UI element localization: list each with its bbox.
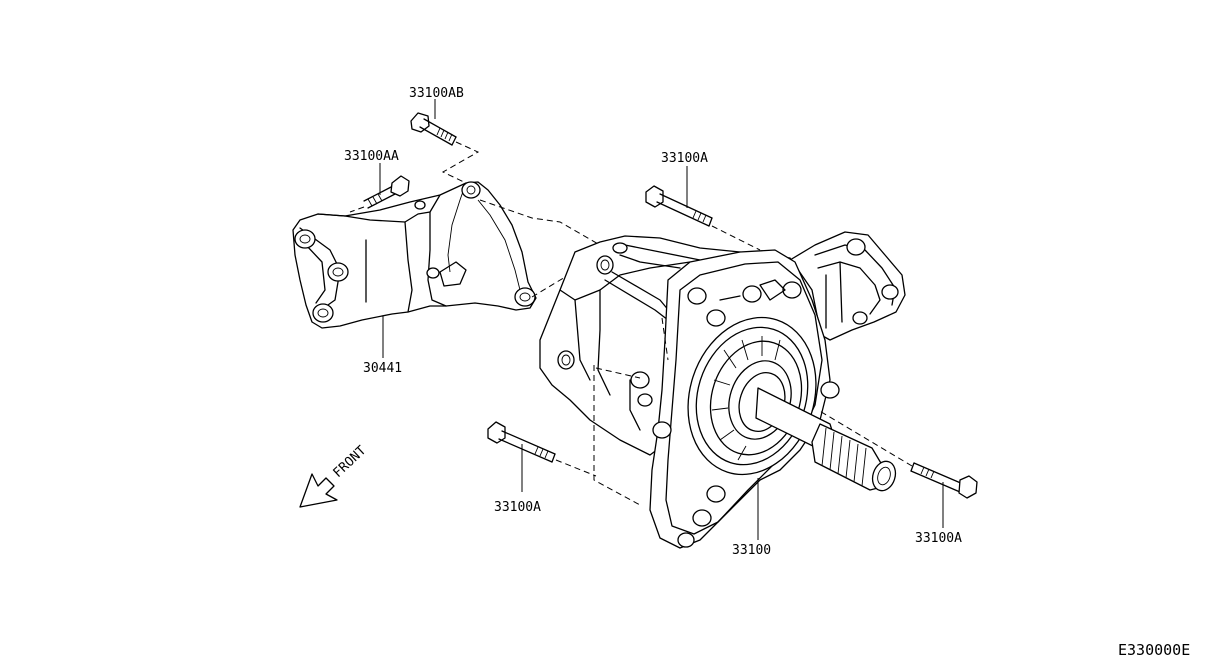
dash-33100a-right	[817, 409, 913, 467]
bolt-33100a-right	[910, 462, 978, 499]
label-33100a-top: 33100A	[661, 151, 708, 166]
dash-33100aa	[349, 206, 365, 213]
dash-33100ab	[441, 141, 480, 186]
bolt-33100aa	[363, 175, 410, 209]
label-33100: 33100	[732, 543, 771, 558]
bolt-33100ab	[410, 112, 457, 146]
bolt-33100a-top	[645, 185, 713, 227]
bolt-33100a-lower-left	[487, 421, 556, 463]
bracket-30441	[292, 181, 537, 329]
label-33100a-right: 33100A	[915, 531, 962, 546]
label-33100a-lower-left: 33100A	[494, 500, 541, 515]
label-30441: 30441	[363, 361, 402, 376]
dash-33100a-top	[711, 225, 761, 251]
transfer-case-33100	[539, 231, 906, 549]
dash-33100a-lower-left	[555, 459, 597, 477]
front-label: FRONT	[330, 443, 369, 481]
label-33100ab: 33100AB	[409, 86, 464, 101]
diagram-code: E330000E	[1118, 641, 1190, 659]
front-arrow: FRONT	[299, 443, 369, 508]
label-33100aa: 33100AA	[344, 149, 399, 164]
